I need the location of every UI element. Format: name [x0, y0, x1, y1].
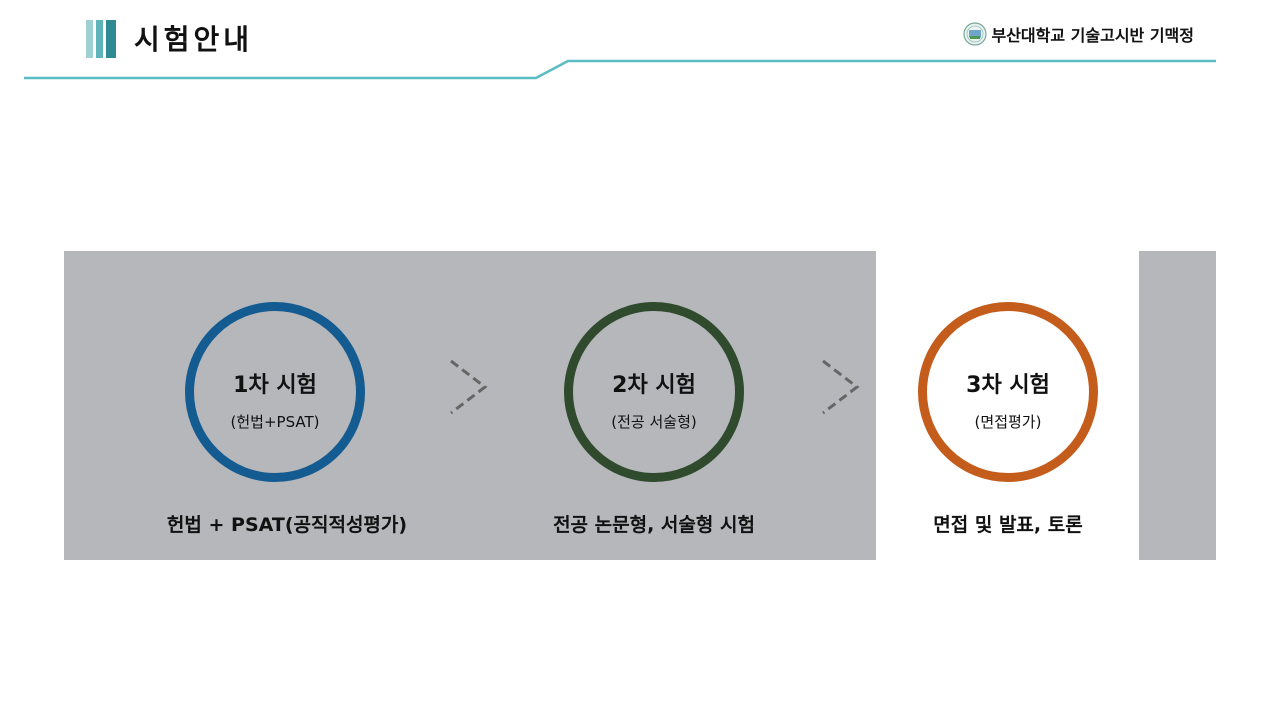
title-decoration [86, 20, 118, 58]
stage-3-subtitle: (면접평가) [974, 413, 1042, 431]
stage-2-title: 2차 시험 [612, 373, 696, 398]
page-title: 시험안내 [134, 23, 254, 56]
stage-1-description: 헌법 + PSAT(공직적성평가) [166, 514, 408, 536]
stage-3-circle: 3차 시험 (면접평가) [918, 302, 1098, 482]
stage-3-title: 3차 시험 [966, 373, 1050, 398]
stage-1-subtitle: (헌법+PSAT) [230, 413, 320, 431]
header-divider [24, 59, 1216, 80]
stage-2-description: 전공 논문형, 서술형 시험 [553, 514, 755, 536]
stage-1-circle: 1차 시험 (헌법+PSAT) [185, 302, 365, 482]
school-name: 부산대학교 기술고시반 기맥정 [991, 26, 1194, 45]
stage-2-circle: 2차 시험 (전공 서술형) [564, 302, 744, 482]
university-emblem-icon [963, 22, 988, 46]
stage-3-description: 면접 및 발표, 토론 [933, 514, 1083, 536]
stage-2-subtitle: (전공 서술형) [611, 413, 697, 431]
chevron-right-icon [450, 359, 488, 415]
school-label: 부산대학교 기술고시반 기맥정 [963, 22, 1194, 46]
chevron-right-icon [822, 359, 860, 415]
stage-1-title: 1차 시험 [233, 373, 317, 398]
stage-panel-side [1139, 251, 1216, 560]
